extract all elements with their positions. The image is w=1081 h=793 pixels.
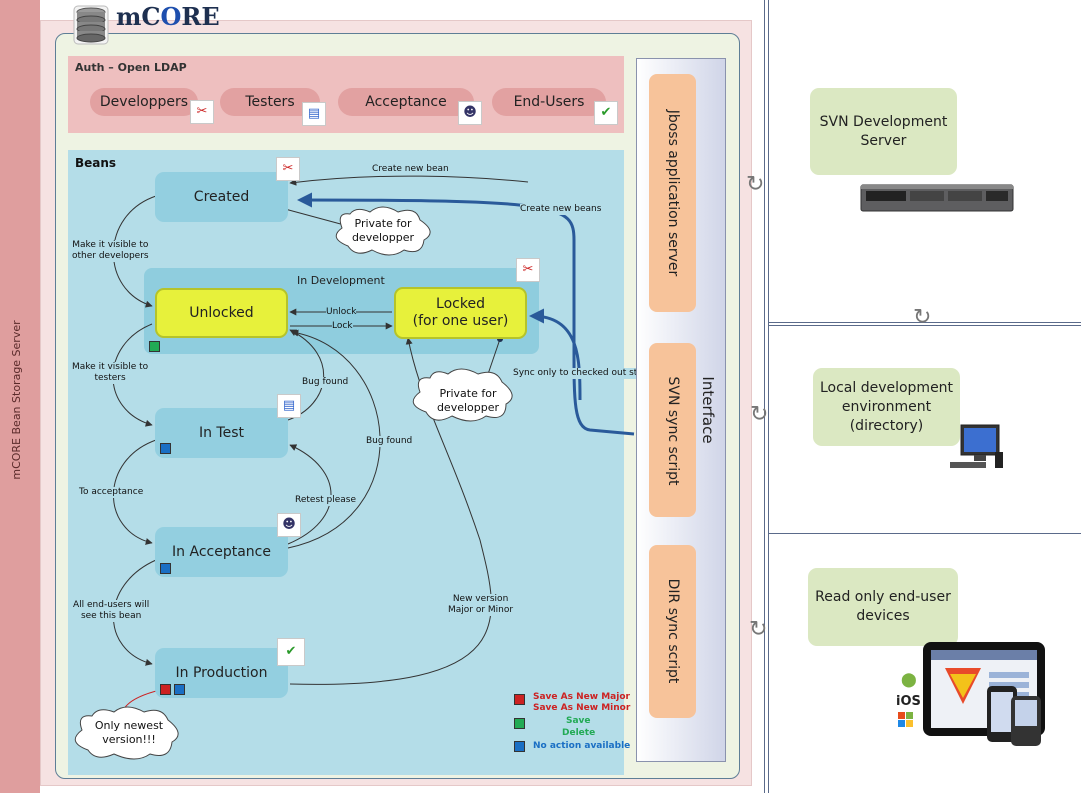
state-locked: Locked (for one user): [394, 287, 527, 339]
ios-label: iOS: [896, 694, 921, 709]
readonly-devices-box: Read only end-user devices: [808, 568, 958, 646]
label-make-visible-devs: Make it visible to other developers: [72, 240, 149, 262]
state-created: Created: [155, 172, 288, 222]
no-action-marker: [160, 443, 171, 454]
storage-server-strip: [0, 0, 40, 793]
logo-text-2: RE: [181, 2, 220, 31]
developer-icon: ✂: [276, 157, 300, 181]
legend-save-minor: Save As New Minor: [533, 703, 631, 713]
acceptance-icon: ☻: [277, 513, 301, 537]
label-lock: Lock: [332, 321, 353, 332]
save-major-marker: [160, 684, 171, 695]
computer-icon: [948, 424, 1006, 470]
legend-no-action: No action available: [533, 741, 631, 751]
state-unlocked: Unlocked: [155, 288, 288, 338]
label-unlock: Unlock: [326, 307, 357, 318]
svn-sync-label: SVN sync script: [665, 376, 681, 486]
svn-sync-box: [649, 343, 696, 517]
divider-horizontal-2: [768, 533, 1081, 534]
tester-icon: ▤: [277, 394, 301, 418]
label-create-new-bean: Create new bean: [372, 164, 449, 175]
label-sync-only: Sync only to checked out state: [513, 368, 652, 379]
legend-no-action-marker: [514, 741, 525, 752]
end-user-icon: ✔: [594, 101, 618, 125]
label-to-acceptance: To acceptance: [79, 487, 144, 498]
logo: mCORE: [68, 2, 220, 46]
sync-icon: ↻: [913, 305, 932, 330]
windows-icon: [898, 712, 914, 728]
legend-save: Save: [566, 716, 591, 726]
no-action-marker: [160, 563, 171, 574]
label-create-new-beans: Create new beans: [520, 204, 602, 215]
sync-icon: ↻: [746, 172, 765, 197]
label-make-visible-testers: Make it visible to testers: [72, 362, 149, 384]
tester-icon: ▤: [302, 102, 326, 126]
beans-panel: [68, 150, 624, 775]
devices-icon: [895, 642, 1055, 752]
divider-vertical-2: [768, 0, 769, 793]
logo-text: mC: [116, 2, 161, 31]
label-all-end-users: All end-users will see this bean: [73, 600, 150, 622]
sync-icon: ↻: [750, 402, 769, 427]
divider-vertical-1: [764, 0, 765, 793]
role-acceptance: Acceptance: [338, 88, 474, 116]
jboss-label: Jboss application server: [665, 109, 681, 277]
developer-icon: ✂: [190, 100, 214, 124]
database-icon: [73, 5, 109, 45]
android-icon: ⬤: [901, 672, 917, 688]
label-new-version: New version Major or Minor: [448, 594, 514, 616]
beans-title: Beans: [75, 156, 117, 170]
divider-horizontal-1b: [768, 325, 1081, 326]
legend-save-major: Save As New Major: [533, 692, 630, 702]
sync-icon: ↻: [749, 617, 768, 642]
state-in-acceptance: In Acceptance: [155, 527, 288, 577]
acceptance-icon: ☻: [458, 101, 482, 125]
role-end-users: End-Users: [492, 88, 606, 116]
label-retest-please: Retest please: [295, 495, 357, 506]
legend-major-marker: [514, 694, 525, 705]
server-icon: [860, 183, 1014, 213]
jboss-server-box: [649, 74, 696, 312]
svn-server-box: SVN Development Server: [810, 88, 957, 175]
storage-server-label: mCORE Bean Storage Server: [10, 320, 23, 480]
in-development-title: In Development: [297, 274, 385, 287]
label-bug-found-1: Bug found: [302, 377, 349, 388]
callout-private-1: Private for developper: [351, 217, 415, 244]
role-developers: Developpers: [90, 88, 198, 116]
auth-title: Auth – Open LDAP: [75, 61, 187, 74]
interface-label: Interface: [699, 376, 717, 444]
label-bug-found-2: Bug found: [366, 436, 413, 447]
legend-save-marker: [149, 341, 160, 352]
dir-sync-label: DIR sync script: [665, 578, 681, 684]
legend-delete: Delete: [562, 728, 596, 738]
local-env-box: Local development environment (directory…: [813, 368, 960, 446]
callout-only-newest: Only newest version!!!: [94, 719, 164, 746]
no-action-marker: [174, 684, 185, 695]
legend-save-marker: [514, 718, 525, 729]
dir-sync-box: [649, 545, 696, 718]
callout-private-2: Private for developper: [436, 387, 500, 414]
state-in-test: In Test: [155, 408, 288, 458]
developer-icon: ✂: [516, 258, 540, 282]
logo-o-icon: O: [160, 2, 182, 31]
divider-horizontal-1: [768, 322, 1081, 323]
end-user-icon: ✔: [277, 638, 305, 666]
